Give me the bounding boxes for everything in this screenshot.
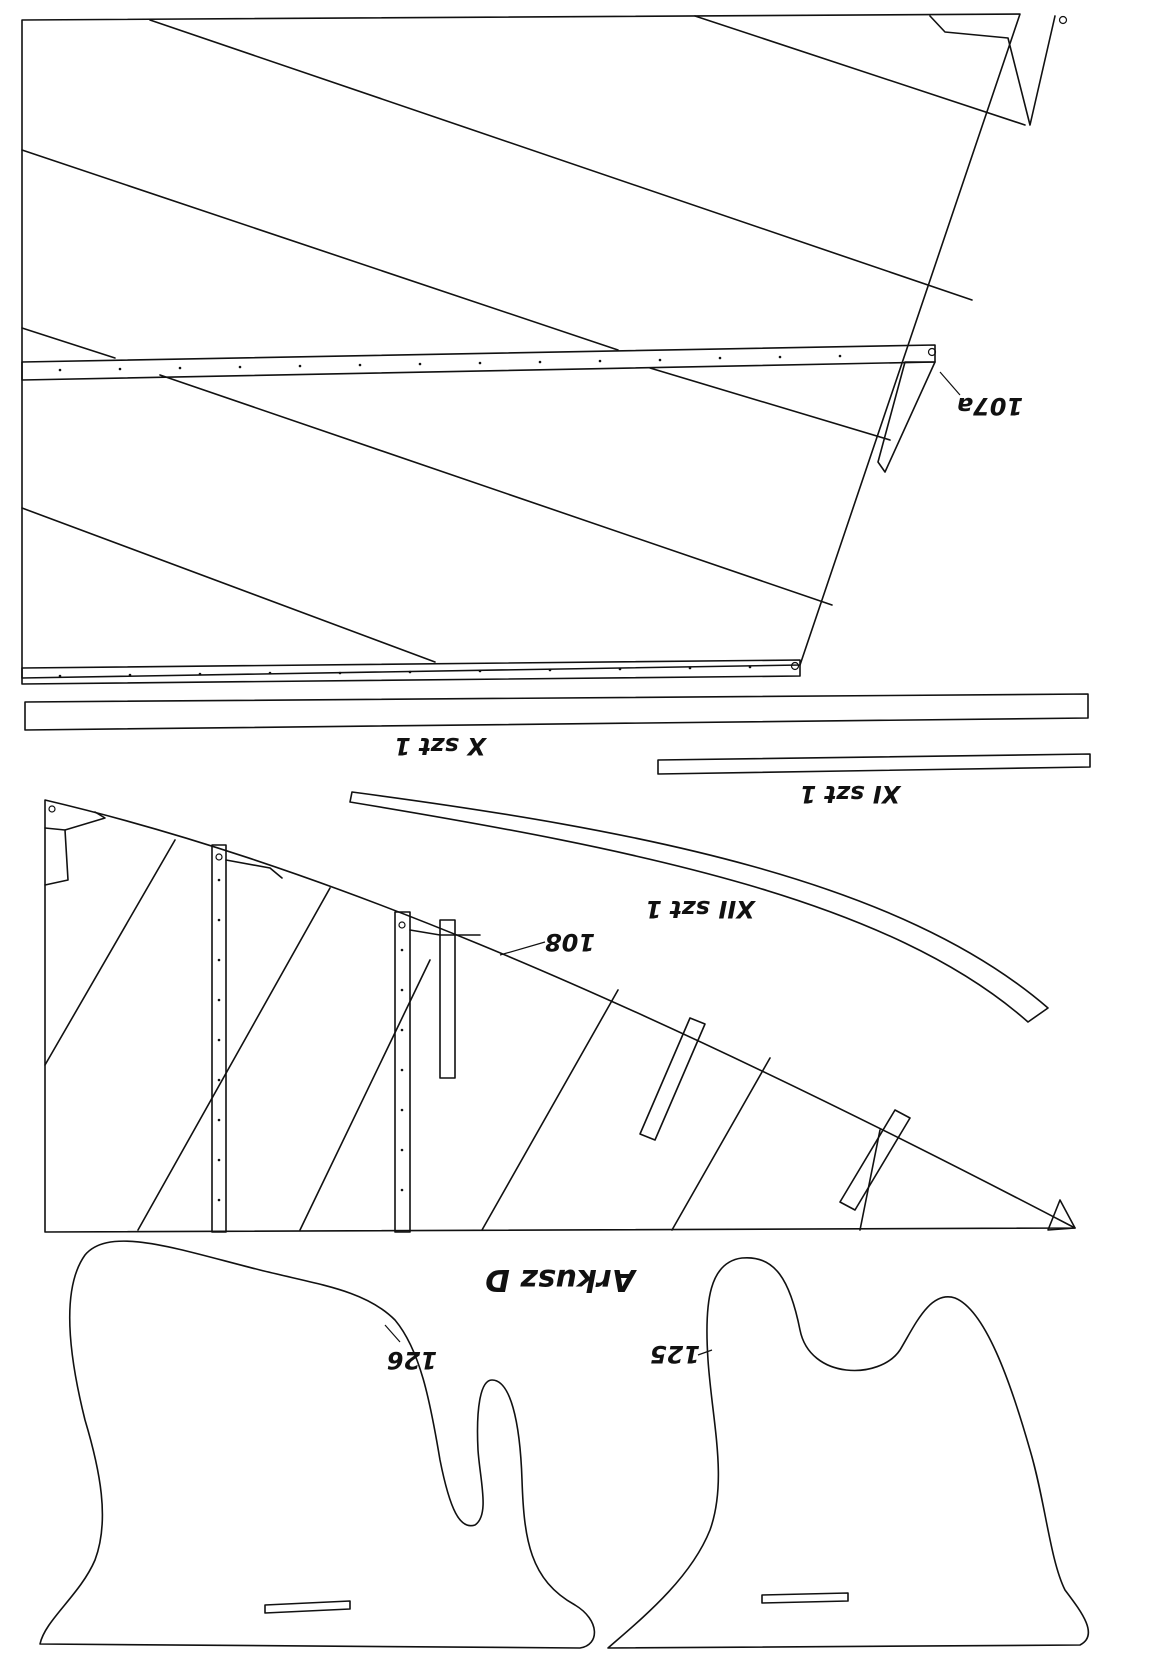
upper-rib [159, 374, 833, 606]
part-107a-shape [877, 361, 936, 473]
tip-notch [1047, 1199, 1076, 1231]
lower-rib [44, 839, 176, 1066]
vertical-spar-rivets [217, 878, 404, 1202]
leader-125 [697, 1349, 713, 1356]
spar-notch [409, 929, 481, 936]
label-strip-xi: XI szt 1 [800, 780, 903, 808]
upper-rib [694, 15, 1026, 126]
upper-rib [21, 507, 436, 663]
lower-rib [481, 989, 619, 1231]
leader-126 [384, 1324, 401, 1343]
strip-xii: XII szt 1 [349, 791, 1049, 1023]
lower-vertical-spar [394, 911, 411, 1233]
upper-rib [149, 19, 973, 301]
lower-vertical-spar [211, 844, 227, 1233]
label-strip-x: X szt 1 [394, 732, 488, 760]
inner-slat [839, 1109, 911, 1211]
strip-xi-outline [657, 753, 1091, 775]
corner-hole [48, 805, 56, 813]
upper-wing-panel: 107a [21, 13, 1068, 685]
middle-spar [21, 344, 936, 381]
part-126-slot [264, 1600, 351, 1614]
left-corner-tab [44, 827, 69, 886]
top-right-tab [929, 15, 1056, 126]
part-125-slot [761, 1592, 849, 1604]
strip-xii-outline [349, 791, 1049, 1023]
strip-x: X szt 1 [24, 693, 1089, 760]
lower-wing-panel: 108 [44, 799, 1076, 1233]
part-126-outline [39, 1240, 596, 1649]
strip-xi: XI szt 1 [657, 753, 1091, 808]
spar-hole [215, 853, 223, 861]
spar-rivets [58, 354, 842, 678]
spar-hole [927, 347, 937, 357]
part-126: 126 [39, 1240, 596, 1649]
strip-x-outline [24, 693, 1089, 731]
spar-notch [225, 859, 283, 879]
lower-rib [299, 959, 431, 1231]
part-125-outline [607, 1257, 1090, 1649]
label-125: 125 [650, 1340, 700, 1368]
short-vertical-tab [439, 919, 456, 1079]
label-107a: 107a [957, 392, 1023, 420]
leader-107a [939, 371, 961, 396]
upper-rib [21, 327, 116, 359]
label-strip-xii: XII szt 1 [645, 895, 757, 923]
lower-rib [671, 1057, 771, 1231]
spar-hole [398, 921, 406, 929]
upper-rib [649, 367, 891, 441]
inner-slat [639, 1017, 706, 1141]
label-126: 126 [387, 1346, 437, 1374]
upper-rib [21, 149, 619, 351]
lower-rib [137, 887, 331, 1231]
label-108: 108 [545, 928, 595, 956]
lower-panel-outline [44, 799, 1076, 1233]
part-125: 125 [607, 1257, 1090, 1649]
left-corner-notch [64, 811, 106, 831]
spar-hole [790, 661, 800, 671]
sheet-title: Arkusz D [485, 1262, 637, 1297]
corner-hole [1058, 15, 1068, 25]
lower-rib [859, 1129, 881, 1231]
bottom-spar [21, 659, 801, 685]
leader-108 [499, 941, 546, 956]
